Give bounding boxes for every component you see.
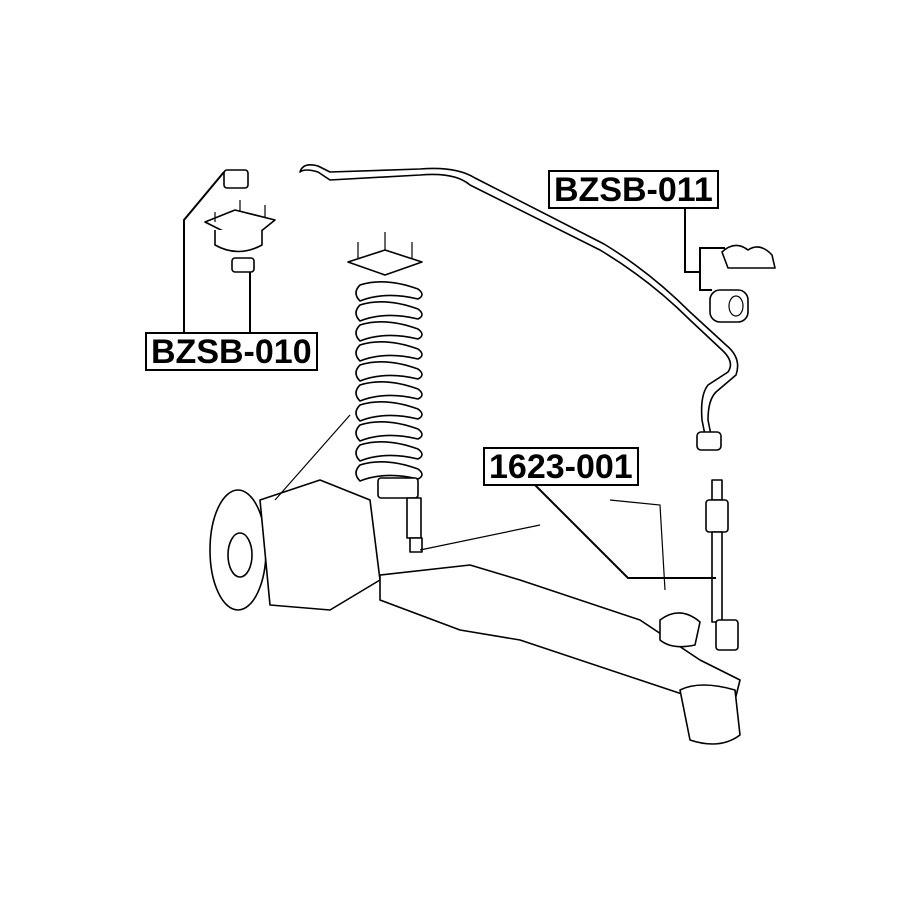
spring-coil	[355, 281, 423, 302]
spring-coil	[355, 401, 423, 422]
part-label-bzsb-011[interactable]: BZSB-011	[548, 170, 719, 209]
part-label-bzsb-010[interactable]: BZSB-010	[145, 332, 318, 371]
stabilizer-bar	[299, 164, 739, 451]
upper-mount-parts	[204, 169, 276, 273]
spring-coil	[355, 321, 423, 342]
coil-spring-strut	[347, 232, 423, 553]
spring-coil	[355, 341, 423, 362]
spring-coil	[355, 361, 423, 382]
stabilizer-link	[705, 479, 739, 651]
axle-housing	[209, 414, 741, 745]
bzsb-011-bushing-parts	[709, 244, 776, 323]
spring-coil	[355, 381, 423, 402]
spring-coil	[355, 301, 423, 322]
spring-coil	[355, 421, 423, 442]
spring-coil	[355, 441, 423, 462]
part-label-1623-001[interactable]: 1623-001	[483, 447, 639, 486]
leader-lines	[183, 171, 725, 579]
